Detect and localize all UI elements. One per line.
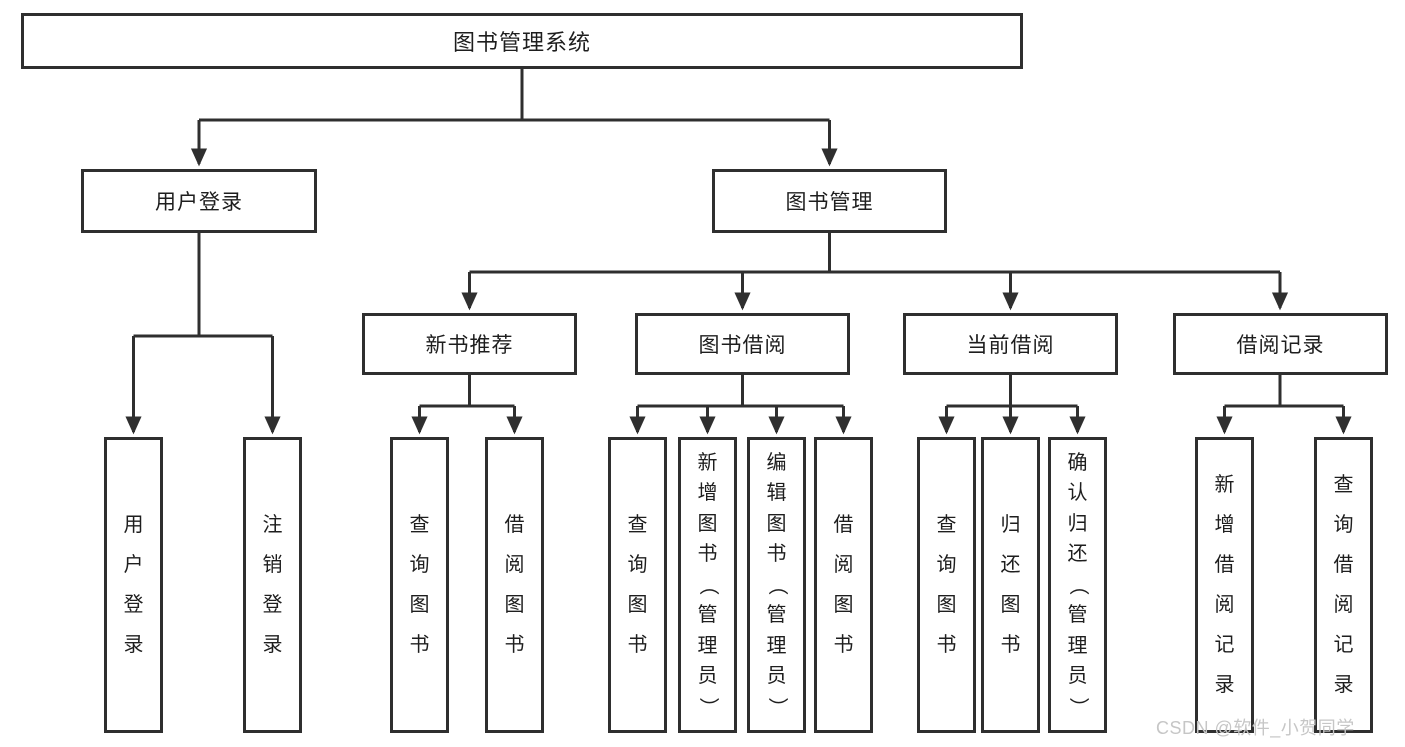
node-root-library-system: 图书管理系统 bbox=[21, 13, 1023, 69]
node-borrowing-records: 借阅记录 bbox=[1173, 313, 1388, 375]
leaf-query-books-borrowing: 查询图书 bbox=[608, 437, 667, 733]
leaf-query-borrow-record: 查询借阅记录 bbox=[1314, 437, 1373, 733]
leaf-add-books-admin: 新增图书（管理员） bbox=[678, 437, 737, 733]
leaf-borrow-books: 借阅图书 bbox=[814, 437, 873, 733]
node-current-borrowing: 当前借阅 bbox=[903, 313, 1118, 375]
node-user-login: 用户登录 bbox=[81, 169, 317, 233]
leaf-user-login: 用户登录 bbox=[104, 437, 163, 733]
leaf-logout: 注销登录 bbox=[243, 437, 302, 733]
node-new-book-recommend: 新书推荐 bbox=[362, 313, 577, 375]
leaf-borrow-books-recommend: 借阅图书 bbox=[485, 437, 544, 733]
leaf-confirm-return-admin: 确认归还（管理员） bbox=[1048, 437, 1107, 733]
leaf-edit-books-admin: 编辑图书（管理员） bbox=[747, 437, 806, 733]
leaf-query-books-current: 查询图书 bbox=[917, 437, 976, 733]
node-book-management: 图书管理 bbox=[712, 169, 947, 233]
leaf-return-books: 归还图书 bbox=[981, 437, 1040, 733]
leaf-add-borrow-record: 新增借阅记录 bbox=[1195, 437, 1254, 733]
leaf-query-books-recommend: 查询图书 bbox=[390, 437, 449, 733]
csdn-watermark: CSDN @软件_小贺同学 bbox=[1156, 718, 1355, 738]
node-book-borrowing: 图书借阅 bbox=[635, 313, 850, 375]
